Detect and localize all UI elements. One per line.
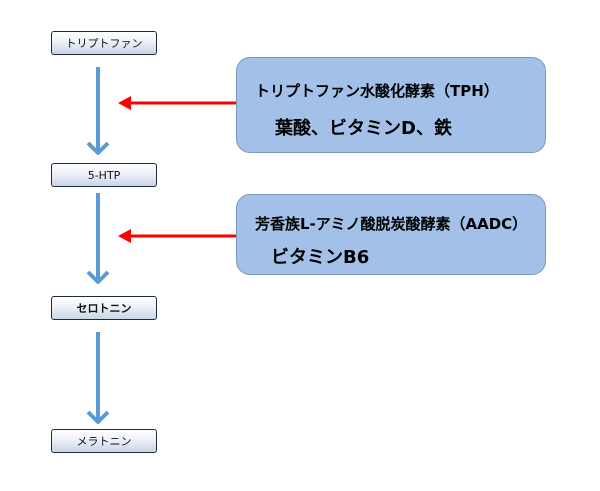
step-label: セロトニン xyxy=(76,302,132,315)
enzyme-arrow-2 xyxy=(118,229,236,243)
step-tryptophan: トリプトファン xyxy=(51,31,157,55)
enzyme-note-tph: トリプトファン水酸化酵素（TPH） 葉酸、ビタミンD、鉄 xyxy=(236,57,546,153)
step-label: トリプトファン xyxy=(65,37,143,50)
step-melatonin: メラトニン xyxy=(51,429,157,453)
step-label: 5-HTP xyxy=(87,168,121,182)
enzyme-arrow-1 xyxy=(118,96,236,110)
flow-arrow-1 xyxy=(86,67,110,155)
enzyme-name: 芳香族L-アミノ酸脱炭酸酵素（AADC） xyxy=(255,215,528,233)
enzyme-cofactors: 葉酸、ビタミンD、鉄 xyxy=(275,118,452,139)
step-5-htp: 5-HTP xyxy=(51,163,157,187)
step-label: メラトニン xyxy=(76,435,132,448)
flow-arrow-2 xyxy=(86,193,110,284)
enzyme-cofactors: ビタミンB6 xyxy=(271,247,370,268)
flow-arrow-3 xyxy=(86,332,110,424)
enzyme-note-aadc: 芳香族L-アミノ酸脱炭酸酵素（AADC） ビタミンB6 xyxy=(236,194,546,275)
enzyme-name: トリプトファン水酸化酵素（TPH） xyxy=(255,82,499,100)
step-serotonin: セロトニン xyxy=(51,296,157,320)
